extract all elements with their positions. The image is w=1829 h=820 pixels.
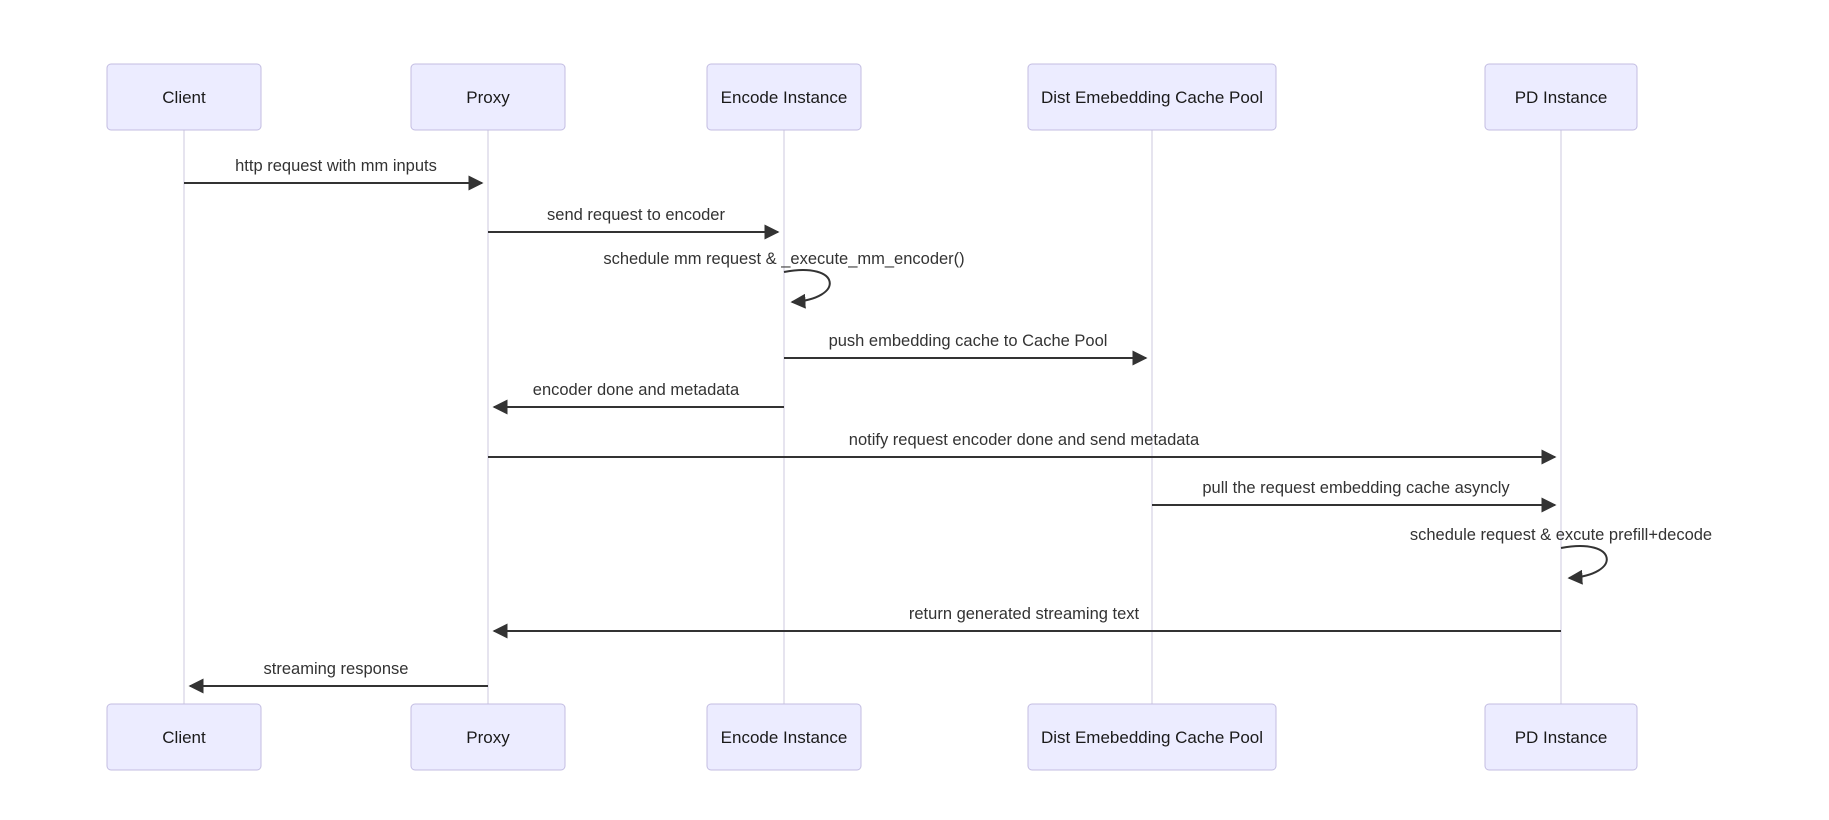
message-push-embedding-cache: push embedding cache to Cache Pool [784,332,1148,366]
actor-dist-cache-pool-bottom: Dist Emebedding Cache Pool [1027,703,1277,771]
actor-client-bottom-label: Client [162,728,206,747]
message-encoder-done-label: encoder done and metadata [533,381,740,399]
message-http-request: http request with mm inputs [184,157,484,191]
actor-proxy-bottom-box [410,703,566,771]
message-streaming-response: streaming response [188,660,488,694]
actor-proxy-top-label: Proxy [466,88,510,107]
message-push-embedding-cache-label: push embedding cache to Cache Pool [829,332,1108,350]
actor-dist-cache-pool-top-label: Dist Emebedding Cache Pool [1041,88,1263,107]
message-schedule-prefill-decode-selfloop [1560,545,1608,585]
message-send-request: send request to encoder [488,206,780,240]
actor-pd-instance-bottom: PD Instance [1484,703,1638,771]
message-notify-encoder-done: notify request encoder done and send met… [488,431,1557,465]
actor-encode-instance-top: Encode Instance [706,63,862,131]
actor-encode-instance-bottom-box [706,703,862,771]
actor-proxy-bottom-label: Proxy [466,728,510,747]
actor-encode-instance-top-label: Encode Instance [721,88,848,107]
message-return-streaming-text-label: return generated streaming text [909,605,1140,623]
actor-encode-instance-top-box [706,63,862,131]
actor-pd-instance-bottom-label: PD Instance [1515,728,1608,747]
message-send-request-label: send request to encoder [547,206,725,224]
actor-dist-cache-pool-bottom-box [1027,703,1277,771]
message-pull-embedding-cache: pull the request embedding cache asyncly [1152,479,1557,513]
actor-encode-instance-bottom-label: Encode Instance [721,728,848,747]
actor-client-top: Client [106,63,262,131]
actor-proxy-top: Proxy [410,63,566,131]
message-schedule-mm-request-label: schedule mm request & _execute_mm_encode… [603,250,964,268]
actor-pd-instance-top-box [1484,63,1638,131]
message-encoder-done: encoder done and metadata [492,381,784,415]
message-schedule-mm-request-selfloop [783,269,831,309]
message-notify-encoder-done-label: notify request encoder done and send met… [849,431,1200,449]
actor-pd-instance-top-label: PD Instance [1515,88,1608,107]
message-schedule-prefill-decode-label: schedule request & excute prefill+decode [1410,526,1712,544]
message-http-request-label: http request with mm inputs [235,157,437,175]
actor-client-bottom: Client [106,703,262,771]
actor-pd-instance-bottom-box [1484,703,1638,771]
actor-dist-cache-pool-top: Dist Emebedding Cache Pool [1027,63,1277,131]
actor-pd-instance-top: PD Instance [1484,63,1638,131]
actor-dist-cache-pool-top-box [1027,63,1277,131]
actor-client-top-box [106,63,262,131]
message-schedule-mm-request: schedule mm request & _execute_mm_encode… [603,250,965,309]
message-streaming-response-label: streaming response [264,660,409,678]
actor-encode-instance-bottom: Encode Instance [706,703,862,771]
message-return-streaming-text: return generated streaming text [492,605,1561,639]
actor-client-top-label: Client [162,88,206,107]
actor-client-bottom-box [106,703,262,771]
message-pull-embedding-cache-label: pull the request embedding cache asyncly [1202,479,1510,497]
actor-proxy-top-box [410,63,566,131]
actor-dist-cache-pool-bottom-label: Dist Emebedding Cache Pool [1041,728,1263,747]
message-schedule-prefill-decode: schedule request & excute prefill+decode [1410,526,1712,585]
actor-proxy-bottom: Proxy [410,703,566,771]
